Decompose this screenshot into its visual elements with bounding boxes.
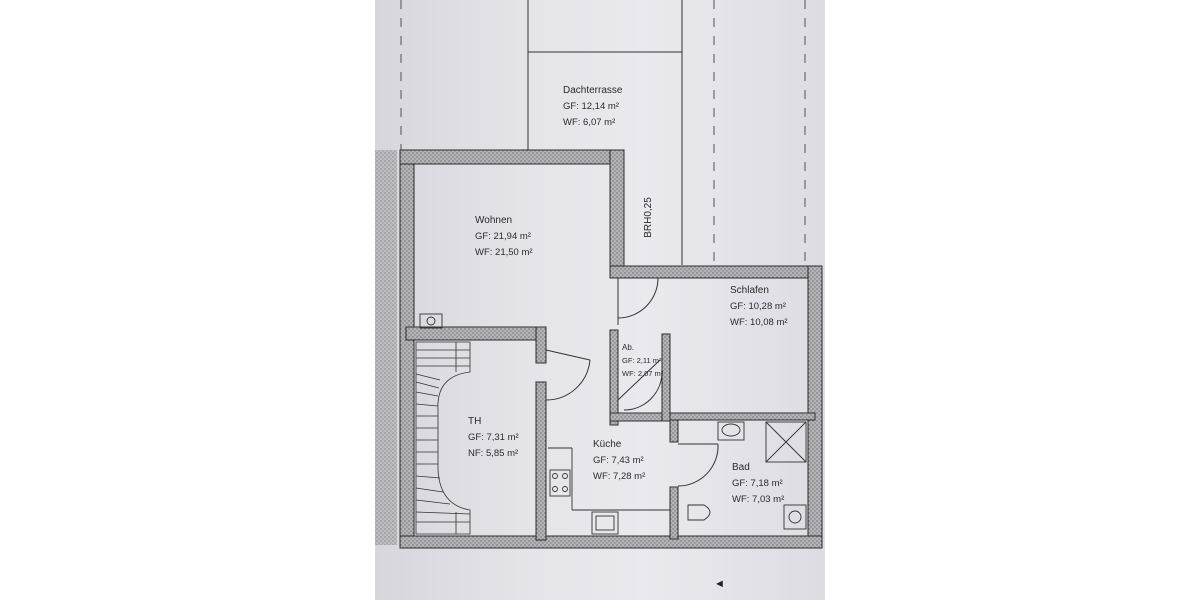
gross-area: GF: 12,14 m² (563, 101, 619, 112)
room-name: Schlafen (730, 285, 769, 296)
gross-area: GF: 7,43 m² (593, 455, 644, 466)
roof-terrace-outline (527, 0, 683, 265)
parapet-height-label: BRH0,25 (642, 197, 654, 238)
gross-area: GF: 7,18 m² (732, 478, 783, 489)
living-area: WF: 10,08 m² (730, 316, 788, 328)
room-name: Küche (593, 439, 622, 450)
gross-area: GF: 7,31 m² (468, 432, 519, 443)
dashed-guides (400, 0, 806, 270)
room-name: Dachterrasse (563, 85, 623, 96)
gross-area: GF: 21,94 m² (475, 231, 531, 242)
gross-area: GF: 2,11 m² (622, 356, 662, 365)
plan-sheet (375, 0, 825, 600)
room-label-wohnen: Wohnen GF: 21,94 m² WF: 21,50 m² (475, 216, 533, 263)
room-name: Bad (732, 462, 750, 473)
arrow-marker-icon: ◄ (714, 578, 725, 590)
living-area: WF: 6,07 m² (563, 116, 616, 128)
door-swings (545, 277, 719, 487)
room-label-schlafen: Schlafen GF: 10,28 m² WF: 10,08 m² (730, 286, 788, 333)
room-label-dachterrasse: Dachterrasse GF: 12,14 m² WF: 6,07 m² (563, 86, 622, 133)
kitchen-fixtures (419, 313, 670, 535)
room-label-treppenhaus: TH GF: 7,31 m² NF: 5,85 m² (468, 417, 519, 464)
gross-area: GF: 10,28 m² (730, 301, 786, 312)
staircase (415, 341, 471, 535)
living-area: WF: 21,50 m² (475, 246, 533, 258)
usable-area: NF: 5,85 m² (468, 447, 519, 459)
room-name: TH (468, 416, 482, 427)
room-name: Ab. (622, 343, 635, 352)
room-name: Wohnen (475, 215, 513, 226)
living-area: WF: 7,03 m² (732, 493, 785, 505)
living-area: WF: 7,28 m² (593, 470, 646, 482)
left-hatch-strip (375, 150, 397, 545)
bathroom-fixtures (687, 421, 807, 530)
room-label-kueche: Küche GF: 7,43 m² WF: 7,28 m² (593, 440, 645, 487)
living-area: WF: 2,07 m² (622, 368, 664, 378)
room-label-abstell: Ab. GF: 2,11 m² WF: 2,07 m² (622, 344, 663, 382)
walls (399, 149, 823, 549)
room-label-bad: Bad GF: 7,18 m² WF: 7,03 m² (732, 463, 784, 510)
